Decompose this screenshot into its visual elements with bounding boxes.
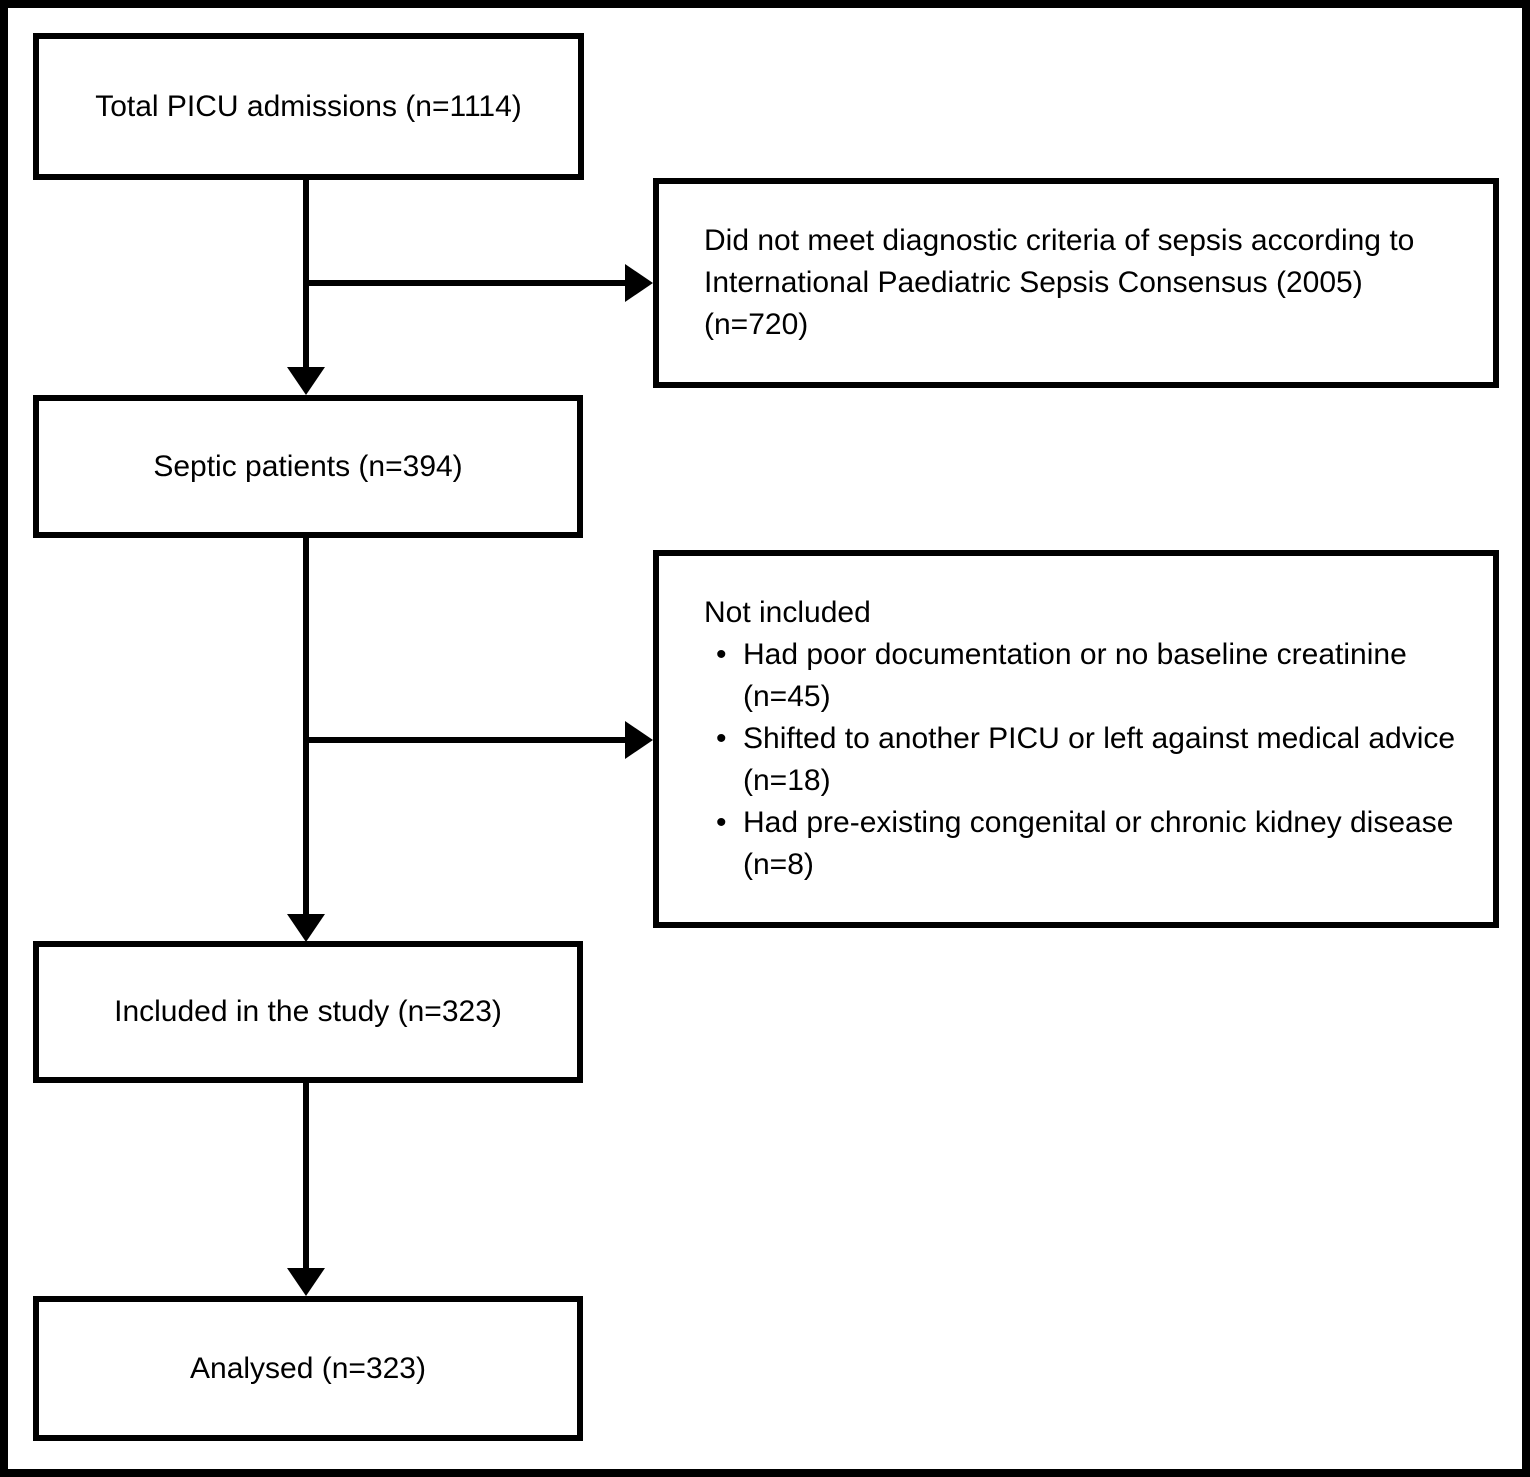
arrowhead-down-septic-icon: [287, 367, 325, 395]
not-included-item-shifted: • Shifted to another PICU or left agains…: [704, 718, 1458, 802]
flow-box-included-in-study: Included in the study (n=323): [33, 941, 583, 1083]
arrowhead-right-not-included-icon: [625, 721, 653, 759]
arrowhead-down-included-icon: [287, 914, 325, 942]
flow-box-septic-patients: Septic patients (n=394): [33, 395, 583, 538]
flow-box-analysed: Analysed (n=323): [33, 1296, 583, 1441]
arrowhead-down-analysed-icon: [287, 1268, 325, 1296]
flow-box-not-included: Not included • Had poor documentation or…: [653, 550, 1499, 928]
total-picu-admissions-label: Total PICU admissions (n=1114): [95, 89, 522, 123]
flow-box-total-picu-admissions: Total PICU admissions (n=1114): [33, 33, 584, 180]
included-in-study-label: Included in the study (n=323): [114, 995, 502, 1028]
not-included-title: Not included: [704, 596, 871, 629]
not-included-item-kidney-disease: • Had pre-existing congenital or chronic…: [704, 802, 1458, 886]
not-included-item-documentation: • Had poor documentation or no baseline …: [704, 634, 1458, 718]
bullet-icon: •: [716, 722, 727, 755]
not-included-item-label: Shifted to another PICU or left against …: [743, 722, 1456, 797]
flow-box-excluded-no-sepsis-criteria: Did not meet diagnostic criteria of seps…: [653, 178, 1499, 388]
bullet-icon: •: [716, 638, 727, 671]
connector-branch-to-excluded: [306, 280, 629, 286]
connector-included-to-analysed: [303, 1082, 309, 1271]
septic-patients-label: Septic patients (n=394): [153, 449, 463, 483]
not-included-item-label: Had pre-existing congenital or chronic k…: [743, 806, 1454, 881]
connector-septic-to-included: [303, 536, 309, 917]
analysed-label: Analysed (n=323): [190, 1351, 426, 1385]
connector-total-to-septic: [303, 180, 309, 370]
connector-branch-to-not-included: [306, 737, 629, 743]
arrowhead-right-excluded-icon: [625, 264, 653, 302]
bullet-icon: •: [716, 806, 727, 839]
excluded-no-sepsis-criteria-label: Did not meet diagnostic criteria of seps…: [704, 224, 1415, 341]
not-included-item-label: Had poor documentation or no baseline cr…: [743, 638, 1407, 713]
